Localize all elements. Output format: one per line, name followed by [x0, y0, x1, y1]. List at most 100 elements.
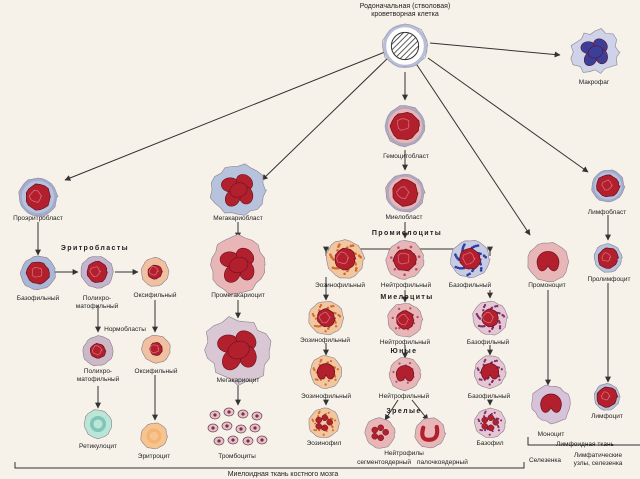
- arrow-stem-macrophage: [429, 42, 561, 58]
- basophilic-promyelocyte-granule: [472, 245, 476, 249]
- arrow-stem-proerythroblast: [64, 51, 386, 181]
- oxyphilic-normoblast: [141, 334, 171, 364]
- basophilic-myelocyte-granule: [498, 312, 501, 315]
- basophilic-myelocyte-granule: [496, 304, 499, 308]
- eosinophilic-metamyelocyte-nucleus: [316, 363, 336, 380]
- eosinophilic-myelocyte-granule: [334, 321, 337, 324]
- band-neutrophil-nucleus: [420, 424, 440, 442]
- basophilic-myelocyte-granule: [498, 327, 502, 330]
- basophilic-myelocyte-chromatin: [481, 311, 495, 324]
- basophilic-myelocyte-granule: [479, 325, 483, 328]
- polychromatophilic-normoblast-chromatin: [92, 345, 103, 356]
- eosinophilic-myelocyte-granule: [311, 313, 315, 316]
- basophilic-myelocyte-nucleus: [481, 308, 499, 328]
- basophilic-myelocyte-granule: [477, 316, 480, 319]
- basophil-nucleus-segment: [481, 416, 488, 424]
- basophil-granule: [493, 411, 496, 414]
- basophilic-promyelocyte-nucleus: [459, 247, 482, 270]
- polychromatophilic-normoblast: [82, 335, 114, 367]
- arrows-layer: [14, 42, 640, 469]
- erythrocyte: [140, 422, 169, 450]
- eosinophil-granule: [318, 410, 321, 413]
- eosinophilic-promyelocyte-granule: [329, 253, 332, 257]
- polychromatophilic-erythroblast: [80, 256, 114, 289]
- oxyphilic-normoblast-chromatin: [150, 344, 160, 354]
- basophilic-erythroblast-label: Базофильный: [16, 295, 60, 302]
- basophilic-promyelocyte-granule: [460, 266, 464, 270]
- basophilic-metamyelocyte-granule: [495, 359, 498, 362]
- macrophage: [570, 28, 621, 74]
- eosinophilic-myelocyte-granule: [330, 305, 333, 308]
- eosinophilic-myelocyte-granule: [327, 327, 330, 330]
- macrophage-label: Макрофаг: [578, 79, 610, 86]
- basophilic-promyelocyte-label: Базофильный: [448, 282, 492, 289]
- basophil-label: Базофил: [476, 440, 504, 447]
- basophilic-myelocyte-granule: [477, 324, 481, 328]
- eosinophilic-metamyelocyte: [309, 355, 342, 390]
- neutrophilic-promyelocyte-granule: [403, 273, 406, 277]
- segmented-label: сегментоядерный: [357, 459, 411, 466]
- eosinophilic-metamyelocyte-granule: [316, 378, 319, 381]
- mature-group-label: Зрелые: [386, 408, 422, 415]
- prolymphocyte-label: Пролимфоцит: [587, 276, 631, 283]
- oxyphilic-erythroblast-nucleus: [147, 264, 164, 280]
- basophilic-promyelocyte-granule: [479, 266, 483, 270]
- segmented-neutrophil-nucleus-segment: [377, 434, 384, 442]
- hemocytoblast-label: Гемоцитобласт: [383, 153, 429, 160]
- eosinophilic-metamyelocyte-granule: [334, 378, 337, 381]
- proerythroblast-chromatin: [28, 189, 43, 203]
- promyelocytes-group-label: Промиелоциты: [371, 230, 443, 237]
- neutrophilic-metamyelocyte-granule: [406, 381, 409, 384]
- eosinophilic-promyelocyte-nucleus: [334, 247, 357, 271]
- eosinophilic-metamyelocyte-label: Эозинофильный: [300, 393, 352, 400]
- stem-cell-nucleus: [390, 31, 420, 61]
- basophilic-erythroblast-nucleus: [25, 261, 50, 285]
- eosinophilic-metamyelocyte-granule: [333, 375, 337, 378]
- neutrophilic-metamyelocyte-nucleus: [395, 365, 415, 382]
- eosinophilic-myelocyte-chromatin: [318, 311, 331, 324]
- cells-layer: [18, 23, 626, 450]
- eosinophil-cytoplasm: [308, 407, 340, 438]
- basophilic-myelocyte-granule: [490, 306, 494, 309]
- basophilic-metamyelocyte-nucleus: [480, 363, 500, 380]
- promegakaryocyte: [210, 233, 266, 296]
- oxyphilic-erythroblast-label: Оксифильный: [133, 292, 177, 299]
- thrombocyte: [221, 421, 233, 431]
- neutrophilic-myelocyte-granule: [409, 307, 412, 310]
- neutrophilic-metamyelocyte: [388, 357, 422, 392]
- basophilic-promyelocyte-granule: [476, 244, 480, 247]
- oxyphilic-erythroblast-chromatin: [148, 266, 159, 276]
- eosinophilic-promyelocyte-granule: [331, 266, 335, 270]
- line-bone-marrow-bracket: [14, 462, 525, 469]
- basophilic-promyelocyte-granule: [466, 273, 470, 277]
- prolymphocyte-chromatin: [601, 252, 612, 262]
- proerythroblast-label: Проэритробласт: [13, 215, 63, 222]
- basophilic-myelocyte-granule: [483, 304, 487, 307]
- reticulocyte-cytoplasm: [83, 409, 113, 440]
- basophilic-promyelocyte-granule: [454, 253, 457, 257]
- basophil-granule: [479, 428, 482, 432]
- monocyte-nucleus: [540, 393, 562, 413]
- neutrophilic-myelocyte-granule: [416, 315, 419, 319]
- lymphoblast-membrane: [591, 169, 625, 203]
- stem-cell-label: Родоначальная (стволовая) кроветворная к…: [359, 3, 451, 18]
- arrow-stem-promonocyte: [414, 61, 531, 236]
- eosinophil: [308, 407, 340, 438]
- reticulocyte-center: [89, 415, 107, 433]
- eosinophilic-promyelocyte-granule: [354, 262, 358, 266]
- lymphocyte-chromatin: [600, 391, 611, 401]
- eosinophilic-metamyelocyte-granule: [320, 358, 323, 362]
- eosinophil-label: Эозинофил: [306, 440, 342, 447]
- eosinophilic-promyelocyte-granule: [354, 269, 358, 272]
- hemocytoblast: [384, 105, 426, 148]
- lymphoblast-nucleus: [596, 174, 621, 198]
- thrombocyte-granule: [253, 426, 257, 430]
- myeloblast-nucleus: [392, 178, 419, 207]
- polychromatophilic-erythroblast-chromatin: [89, 266, 102, 278]
- basophilic-metamyelocyte-granule: [484, 358, 487, 362]
- basophilic-myelocyte-granule: [488, 330, 491, 333]
- bone-marrow-label: Миелоидная ткань костного мозга: [227, 471, 339, 478]
- eosinophil-granule: [327, 411, 330, 414]
- erythroblasts-group-label: Эритробласты: [60, 245, 130, 252]
